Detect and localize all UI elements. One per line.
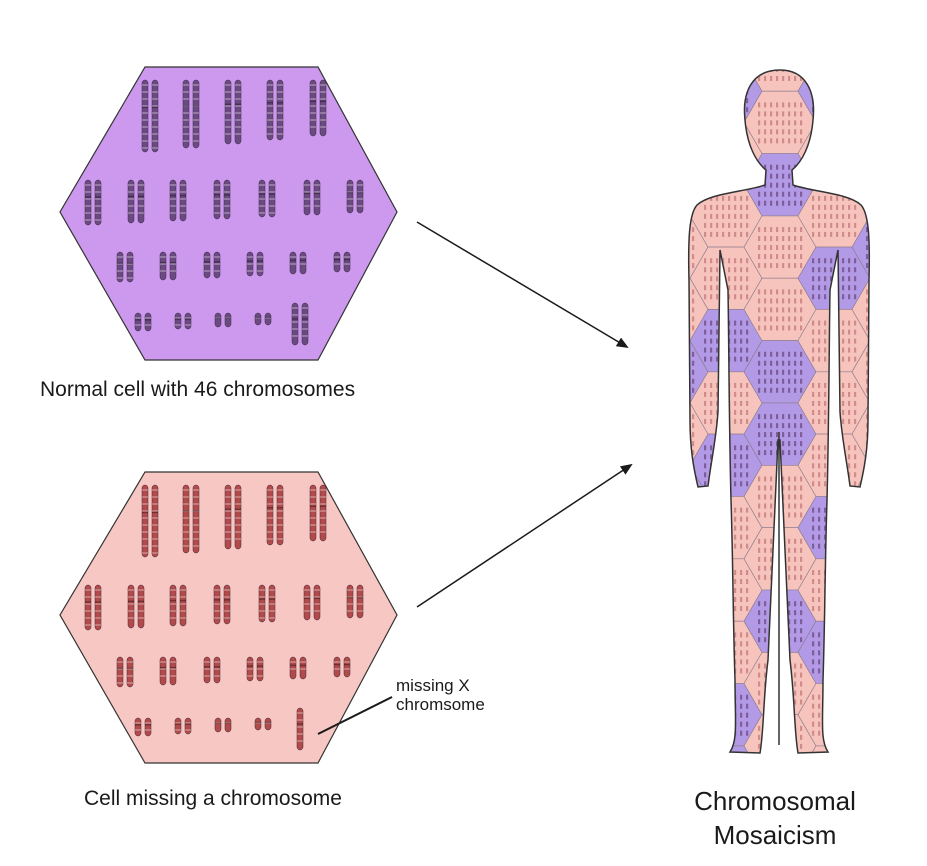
mosaic-tile-normal xyxy=(906,372,927,434)
chromosome-pair xyxy=(346,179,364,214)
mosaic-body xyxy=(688,60,927,808)
chromosome-pair xyxy=(303,179,321,216)
chromosome-pair xyxy=(214,717,232,733)
normal-cell-caption: Normal cell with 46 chromosomes xyxy=(40,378,356,401)
chromosome-pair xyxy=(213,584,231,625)
mosaic-tile-abnormal xyxy=(906,309,927,371)
mosaic-tile-abnormal xyxy=(743,215,817,279)
mosaic-tile-normal xyxy=(851,70,870,92)
chromosome-pair xyxy=(182,79,200,149)
chromosome-pair xyxy=(116,251,134,283)
mosaic-tile-normal xyxy=(906,60,927,122)
mosaic-tile-abnormal xyxy=(688,652,709,716)
mosaic-tile-abnormal xyxy=(797,184,870,248)
chromosome-pair xyxy=(333,656,351,678)
mosaic-tile-abnormal xyxy=(906,185,927,247)
arrow-abnormal-to-body xyxy=(416,463,633,608)
chromosome-pair xyxy=(203,251,221,279)
mosaic-tile-abnormal xyxy=(906,122,927,184)
chromosome-pair xyxy=(214,312,232,328)
mosaic-tile-abnormal xyxy=(851,589,870,653)
mosaic-tile-normal xyxy=(688,714,709,753)
mosaic-tile-normal xyxy=(851,652,870,716)
chromosome-pair xyxy=(174,717,192,735)
chromosome-pair xyxy=(84,584,102,631)
chromosome-pair xyxy=(127,179,145,224)
chromosome-pair xyxy=(159,251,177,281)
chromosome-pair xyxy=(309,79,327,137)
mosaic-tile-normal xyxy=(688,90,709,154)
chromosome-pair xyxy=(246,656,264,682)
missing-x-pointer-line xyxy=(317,696,393,735)
mosaic-tile-abnormal xyxy=(688,70,709,92)
mosaic-tile-abnormal xyxy=(906,247,927,309)
chromosome-pair xyxy=(127,584,145,629)
chromosome-pair xyxy=(134,312,152,332)
mosaic-tile-abnormal xyxy=(906,746,927,808)
mosaic-tile-abnormal xyxy=(688,589,709,653)
chromosome-pair xyxy=(182,484,200,554)
mosaic-tile-normal xyxy=(688,527,709,591)
chromosome-pair xyxy=(169,179,187,222)
title-line-2: Mosaicism xyxy=(713,820,837,850)
mosaic-tile-abnormal xyxy=(851,527,870,591)
chromosome-pair xyxy=(141,484,159,558)
chromosome-pair xyxy=(159,656,177,686)
chromosome-pair xyxy=(289,251,307,275)
annotation-line-1: missing X xyxy=(396,676,470,695)
chromosome-pair xyxy=(303,584,321,621)
chromosome-pair xyxy=(169,584,187,627)
chromosome-pair xyxy=(84,179,102,226)
chromosome-pair xyxy=(134,717,152,737)
chromosome-pair xyxy=(266,484,284,546)
normal-cell-chromosomes xyxy=(84,79,364,346)
chromosome-pair xyxy=(116,656,134,688)
mosaic-tile-abnormal xyxy=(906,434,927,496)
mosaic-tile-abnormal xyxy=(906,497,927,559)
title-line-1: Chromosomal xyxy=(694,786,856,816)
mosaic-tile-normal xyxy=(906,684,927,746)
chromosome-pair xyxy=(266,79,284,141)
chromosome-pair xyxy=(254,312,272,326)
sex-chromosome-pair xyxy=(291,302,309,346)
abnormal-cell-chromosomes xyxy=(84,484,364,751)
chromosome-pair xyxy=(246,251,264,277)
chromosome-pair xyxy=(213,179,231,220)
mosaic-tile-normal xyxy=(851,714,870,753)
chromosome-pair xyxy=(224,79,242,145)
mosaic-tile-abnormal xyxy=(851,277,870,341)
mosaicism-title: Chromosomal Mosaicism xyxy=(650,784,900,852)
annotation-line-2: chromsome xyxy=(396,695,485,714)
x-chromosome xyxy=(296,707,304,751)
mosaic-tile-abnormal xyxy=(906,559,927,621)
chromosome-pair xyxy=(289,656,307,680)
chromosome-pair xyxy=(333,251,351,273)
chromosome-pair xyxy=(309,484,327,542)
chromosome-pair xyxy=(346,584,364,619)
mosaic-tile-abnormal xyxy=(851,340,870,404)
chromosome-pair xyxy=(224,484,242,550)
arrow-normal-to-body xyxy=(416,221,629,349)
chromosome-pair xyxy=(174,312,192,330)
chromosome-pair xyxy=(203,656,221,684)
missing-x-annotation: missing X chromsome xyxy=(396,676,485,714)
chromosome-pair xyxy=(258,179,276,218)
chromosome-pair xyxy=(254,717,272,731)
mosaic-tile-normal xyxy=(743,340,817,404)
mosaic-tile-abnormal xyxy=(851,90,870,154)
mosaic-tile-abnormal xyxy=(906,621,927,683)
chromosome-pair xyxy=(141,79,159,153)
chromosome-pair xyxy=(258,584,276,623)
mosaic-tile-normal xyxy=(851,215,870,279)
mosaic-tile-abnormal xyxy=(743,277,817,341)
abnormal-cell-caption: Cell missing a chromosome xyxy=(84,787,342,810)
